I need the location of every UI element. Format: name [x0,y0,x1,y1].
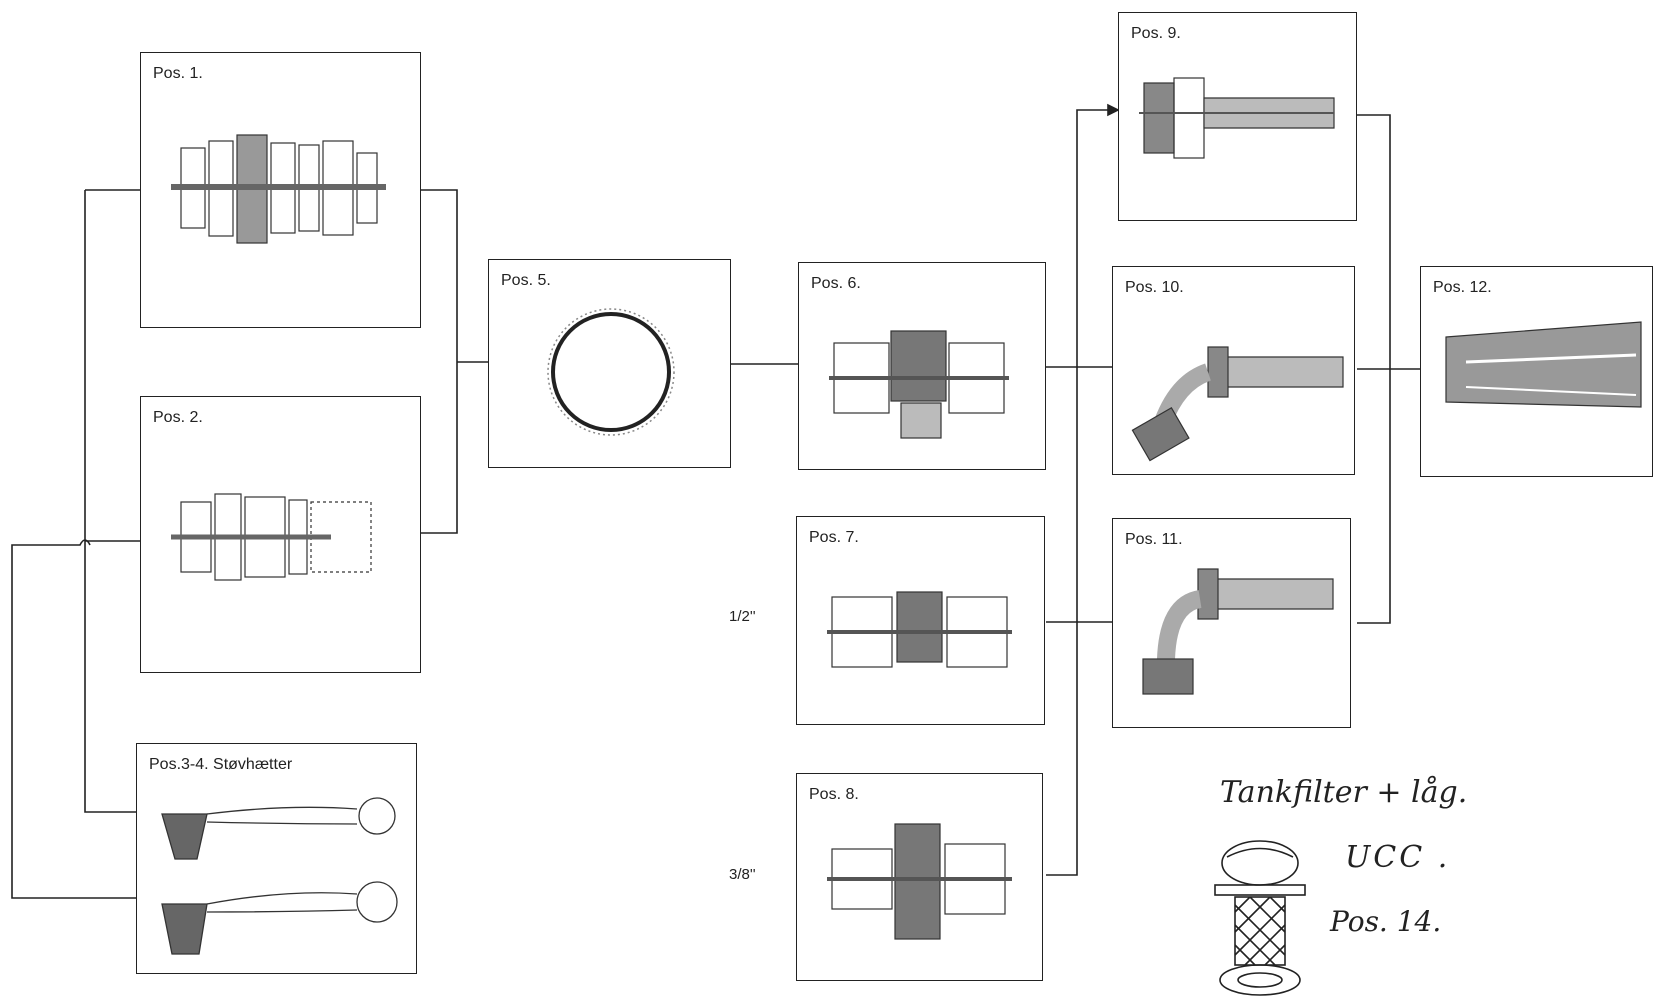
pos34-label: Pos.3-4. Støvhætter [149,756,292,774]
connector-pos1-pos2-merge [420,190,457,533]
connector-bus-left [85,190,140,812]
nipple-fitting-half-inch-icon [827,582,1017,692]
pos34-box: Pos.3-4. Støvhætter [136,743,417,974]
pos10-box: Pos. 10. [1112,266,1355,475]
hose-tail-straight-icon [1139,73,1339,173]
size-label-three-eighths-inch: 3/8'' [729,866,756,883]
pos1-label: Pos. 1. [153,65,203,83]
handwritten-tankfilter: Tankfilter + låg. [1220,775,1467,810]
pos5-box: Pos. 5. [488,259,731,468]
pos6-box: Pos. 6. [798,262,1046,470]
handwritten-ucc: UCC . [1345,840,1450,875]
hose-tail-90-icon [1128,559,1343,719]
pos9-label: Pos. 9. [1131,25,1181,43]
pos8-box: Pos. 8. [796,773,1043,981]
connector-outer-loop [12,540,140,898]
arrowhead-pos9 [1108,105,1118,115]
pos12-label: Pos. 12. [1433,279,1492,297]
hose-tail-45-icon [1123,327,1348,467]
pos2-label: Pos. 2. [153,409,203,427]
pos2-box: Pos. 2. [140,396,421,673]
pos1-box: Pos. 1. [140,52,421,328]
connector-pos8-pos9 [1046,110,1118,875]
o-ring-icon [544,305,679,440]
nipple-fitting-icon [829,323,1019,443]
pos7-box: Pos. 7. [796,516,1045,725]
hose-sleeve-icon [1436,307,1646,437]
handwritten-pos14: Pos. 14. [1330,905,1441,938]
size-label-half-inch: 1/2'' [729,608,756,625]
pos9-box: Pos. 9. [1118,12,1357,221]
tank-filter-icon [1205,835,1315,1000]
pos7-label: Pos. 7. [809,529,859,547]
pos10-label: Pos. 10. [1125,279,1184,297]
pos6-label: Pos. 6. [811,275,861,293]
pos11-label: Pos. 11. [1125,531,1183,549]
dust-cap-icon [147,784,407,964]
pos11-box: Pos. 11. [1112,518,1351,728]
union-fitting-icon [171,123,391,253]
pos12-box: Pos. 12. [1420,266,1653,477]
straight-fitting-icon [171,482,391,592]
pos8-label: Pos. 8. [809,786,859,804]
nipple-fitting-three-eighths-icon [827,819,1017,949]
pos5-label: Pos. 5. [501,272,551,290]
